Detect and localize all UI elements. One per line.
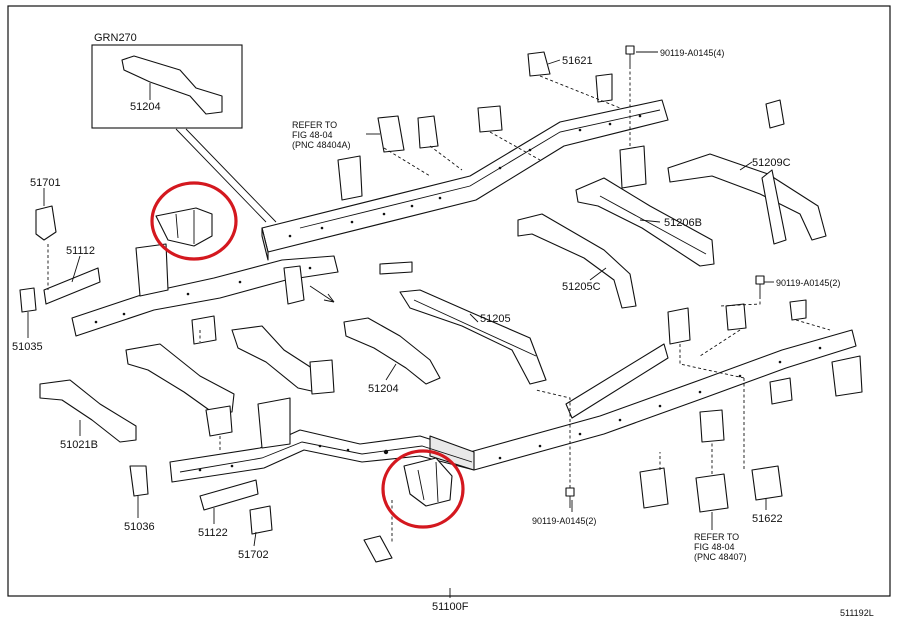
label-51622: 51622 [752, 513, 783, 525]
crossmember-51204 [343, 317, 441, 385]
lower-frame-rail [169, 329, 857, 483]
label-51702: 51702 [238, 549, 269, 561]
left-frame-section [71, 243, 339, 337]
label-51100f: 51100F [432, 601, 469, 613]
refer-bottom-line-2: FIG 48-04 [694, 542, 735, 552]
refer-top-line-2: FIG 48-04 [292, 130, 333, 140]
inset-title: GRN270 [94, 32, 137, 44]
highlighted-bracket-upper [155, 207, 213, 247]
label-51701: 51701 [30, 177, 61, 189]
label-51021b: 51021B [60, 439, 98, 451]
label-51206b: 51206B [664, 217, 702, 229]
crossmember-51205 [399, 289, 547, 385]
upper-frame-rail [261, 99, 669, 261]
label-51205: 51205 [480, 313, 511, 325]
small-brackets [19, 51, 863, 563]
highlight-circle-upper-left [150, 181, 238, 261]
label-51112: 51112 [66, 245, 95, 257]
label-90119-right: 90119-A0145(2) [776, 278, 840, 288]
label-51621: 51621 [562, 55, 593, 67]
label-51122: 51122 [198, 527, 228, 539]
inset-crossmember [121, 55, 223, 115]
leader-lines [27, 51, 774, 598]
refer-top-line-3: (PNC 48404A) [292, 140, 351, 150]
crossmember-51209c [667, 153, 827, 245]
inset-part-label: 51204 [130, 101, 161, 113]
part-labels: 51621 90119-A0145(4) 51209C 51206B 51205… [12, 48, 874, 618]
label-51204: 51204 [368, 383, 399, 395]
label-51036: 51036 [124, 521, 155, 533]
crossmember-51206b [575, 177, 715, 267]
label-90119-top: 90119-A0145(4) [660, 48, 724, 58]
label-51205c: 51205C [562, 281, 601, 293]
label-51035: 51035 [12, 341, 43, 353]
highlight-circles [150, 181, 465, 529]
refer-bottom-line-1: REFER TO [694, 532, 739, 542]
inset-box: GRN270 51204 [91, 32, 277, 223]
refer-top-line-1: REFER TO [292, 120, 337, 130]
bracket-51122 [199, 479, 259, 511]
crossmember-51021b [39, 379, 137, 443]
label-90119-bottom: 90119-A0145(2) [532, 516, 596, 526]
bracket-51112 [43, 267, 101, 305]
highlight-circle-lower-center [381, 449, 465, 529]
diagram-border [7, 5, 891, 597]
label-51209c: 51209C [752, 157, 791, 169]
reference-lines [47, 66, 831, 542]
highlighted-bracket-lower [403, 457, 453, 507]
diagram-id: 511192L [840, 608, 874, 618]
refer-bottom-line-3: (PNC 48407) [694, 552, 747, 562]
side-rail-right [565, 343, 669, 419]
crossmember-51205c [517, 213, 637, 309]
